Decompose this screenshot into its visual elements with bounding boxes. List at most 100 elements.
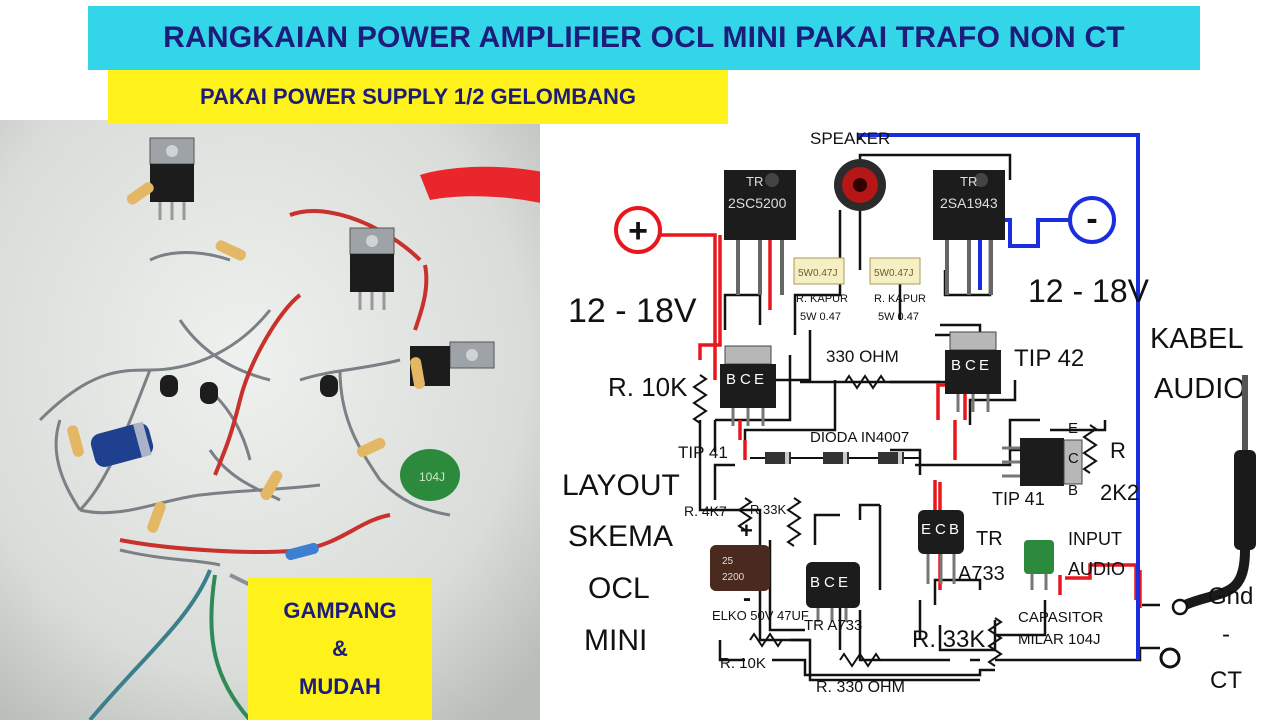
res-kapur-2-value: 5W 0.47 bbox=[878, 311, 919, 323]
res-kapur-2-marking: 5W0.47J bbox=[874, 268, 913, 279]
layout-line-3: OCL bbox=[588, 572, 650, 605]
page-subtitle: PAKAI POWER SUPPLY 1/2 GELOMBANG bbox=[199, 84, 636, 109]
audio-input-label: AUDIO bbox=[1068, 559, 1125, 579]
photo-transistor-1 bbox=[149, 137, 195, 220]
tr-left-top: TR bbox=[746, 174, 763, 189]
res-kapur-2-name: R. KAPUR bbox=[874, 293, 926, 305]
photo-resistors bbox=[67, 182, 425, 561]
voltage-left: 12 - 18V bbox=[568, 292, 697, 330]
tr-left-part: 2SC5200 bbox=[728, 195, 787, 211]
photo-elko bbox=[90, 421, 154, 467]
arrow-icon bbox=[420, 166, 540, 203]
a733-right-e: E bbox=[921, 521, 931, 538]
transistor-2sa1943: TR 2SA1943 bbox=[933, 170, 1005, 295]
tip41-right-c: C bbox=[1068, 450, 1079, 467]
a733-right-b: B bbox=[949, 521, 959, 538]
tip41-right-label: TIP 41 bbox=[992, 489, 1045, 509]
speaker-label: SPEAKER bbox=[810, 129, 890, 148]
tip42-e: E bbox=[979, 357, 989, 374]
minus-icon: - bbox=[1086, 200, 1097, 238]
elko-body-line2: 2200 bbox=[722, 572, 745, 583]
tip41-right-b: B bbox=[1068, 482, 1078, 499]
r330-bottom-label: R. 330 OHM bbox=[816, 679, 905, 696]
tip41-left-c: C bbox=[740, 371, 751, 388]
ct-terminal bbox=[1159, 647, 1181, 669]
tr-a733-right-part: A733 bbox=[958, 563, 1005, 585]
r2k2-r: R bbox=[1110, 438, 1126, 463]
tr-a733-right: E C B bbox=[918, 510, 964, 584]
layout-line-2: SKEMA bbox=[568, 520, 673, 553]
tip41-right bbox=[1002, 438, 1083, 486]
elko-capacitor: 25 2200 bbox=[710, 545, 770, 591]
r33k-label: R. 33K bbox=[912, 626, 985, 653]
transistor-2sc5200: TR 2SC5200 bbox=[724, 170, 796, 295]
resistor-kapur-2: 5W0.47J R. KAPUR 5W 0.47 bbox=[869, 257, 926, 323]
badge-line-3: MUDAH bbox=[299, 674, 381, 699]
a733-left-b: B bbox=[810, 574, 820, 591]
r330-top-resistor-icon bbox=[844, 374, 886, 390]
badge-line-1: GAMPANG bbox=[283, 598, 397, 623]
r330-top-label: 330 OHM bbox=[826, 347, 899, 366]
badge-line-2: & bbox=[332, 636, 348, 661]
diode-row bbox=[750, 452, 920, 464]
film-capacitor bbox=[1024, 540, 1054, 590]
kabel-label: KABEL bbox=[1150, 323, 1244, 355]
r330-bottom-resistor-icon bbox=[839, 652, 881, 668]
r4k7-resistor-icon bbox=[737, 497, 753, 531]
elko-minus: - bbox=[743, 585, 751, 612]
title-banner: RANGKAIAN POWER AMPLIFIER OCL MINI PAKAI… bbox=[88, 6, 1200, 70]
photo-film-capacitor: 104J bbox=[400, 449, 460, 501]
r10k-top-resistor-icon bbox=[692, 374, 708, 424]
tip41-right-e: E bbox=[1068, 420, 1078, 437]
tip41-left: B C E bbox=[720, 345, 776, 426]
a733-left-c: C bbox=[824, 574, 835, 591]
input-label: INPUT bbox=[1068, 529, 1122, 549]
speaker-icon bbox=[834, 159, 886, 211]
res-kapur-1-name: R. KAPUR bbox=[796, 293, 848, 305]
schematic-diagram: + - SPEAKER TR 2SC5200 TR 2SA1943 5W0.47… bbox=[562, 129, 1256, 696]
layout-line-4: MINI bbox=[584, 624, 647, 657]
elko-plus: + bbox=[740, 518, 753, 543]
tip41-left-b: B bbox=[726, 371, 736, 388]
audio-jack-icon bbox=[1183, 375, 1256, 610]
photo-transistor-2 bbox=[349, 227, 395, 310]
tip41-left-e: E bbox=[754, 371, 764, 388]
plus-icon: + bbox=[628, 212, 648, 250]
tip42: B C E bbox=[945, 331, 1001, 412]
r10k-top-label: R. 10K bbox=[608, 372, 688, 402]
r2k2-value: 2K2 bbox=[1100, 480, 1139, 505]
r2k2-resistor-icon bbox=[1082, 424, 1098, 474]
easy-badge: GAMPANG & MUDAH bbox=[248, 578, 432, 720]
capasitor-line1: CAPASITOR bbox=[1018, 609, 1103, 626]
r10k-bottom-resistor-icon bbox=[749, 632, 783, 648]
photo-capacitor-marking: 104J bbox=[419, 470, 445, 484]
r4k7-label: R. 4K7 bbox=[684, 503, 727, 519]
a733-left-e: E bbox=[838, 574, 848, 591]
resistor-kapur-1: 5W0.47J R. KAPUR 5W 0.47 bbox=[793, 257, 848, 323]
layout-line-1: LAYOUT bbox=[562, 469, 680, 502]
tip42-label: TIP 42 bbox=[1014, 345, 1084, 372]
r33k-resistor-icon bbox=[987, 617, 1003, 667]
res-kapur-1-value: 5W 0.47 bbox=[800, 311, 841, 323]
audio-label: AUDIO bbox=[1154, 373, 1246, 405]
tip42-c: C bbox=[965, 357, 976, 374]
res-kapur-1-marking: 5W0.47J bbox=[798, 268, 837, 279]
tr-right-top: TR bbox=[960, 174, 977, 189]
voltage-right: 12 - 18V bbox=[1028, 273, 1150, 309]
capasitor-line2: MILAR 104J bbox=[1018, 631, 1101, 648]
gnd-ct-dash: - bbox=[1222, 621, 1230, 648]
gnd-label: Gnd bbox=[1208, 583, 1253, 610]
tip41-left-label: TIP 41 bbox=[678, 443, 728, 462]
page-title: RANGKAIAN POWER AMPLIFIER OCL MINI PAKAI… bbox=[163, 21, 1125, 54]
tr-a733-left-label: TR A733 bbox=[804, 617, 862, 634]
photo-transistor-3 bbox=[410, 341, 495, 386]
minus-terminal: - bbox=[1068, 196, 1116, 244]
elko-label: ELKO 50V 47UF bbox=[712, 608, 809, 623]
gnd-terminal bbox=[1171, 598, 1189, 616]
tr-a733-left: B C E bbox=[806, 562, 860, 622]
tr-a733-right-top: TR bbox=[976, 528, 1003, 550]
tr-right-part: 2SA1943 bbox=[940, 195, 998, 211]
r33k-small-resistor-icon bbox=[786, 497, 802, 547]
ct-label: CT bbox=[1210, 667, 1242, 694]
r10k-bottom-label: R. 10K bbox=[720, 655, 766, 672]
